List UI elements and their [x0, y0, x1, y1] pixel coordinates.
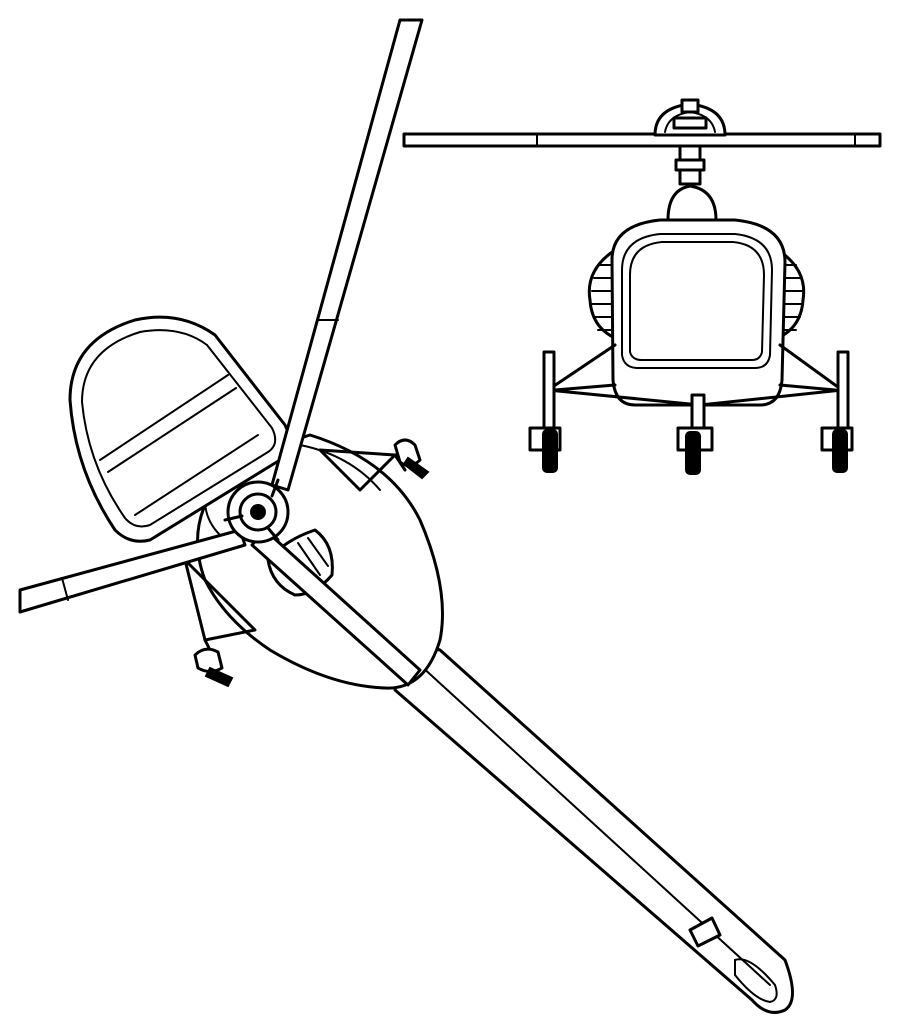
front-rotor: [402, 132, 882, 148]
main-rotor: [18, 18, 424, 687]
front-wheel-right: [820, 426, 854, 473]
front-view: [402, 98, 882, 475]
landing-gear-top-right: [318, 438, 430, 492]
front-wheel-left: [528, 426, 562, 473]
front-rotor-hub: [653, 98, 727, 222]
tail-boom: [393, 638, 794, 1014]
landing-gear-bottom-left: [183, 558, 257, 688]
front-wheel-center: [676, 426, 714, 475]
top-view: [18, 18, 794, 1014]
front-landing-gear: [528, 343, 854, 475]
front-cabin: [610, 218, 787, 407]
